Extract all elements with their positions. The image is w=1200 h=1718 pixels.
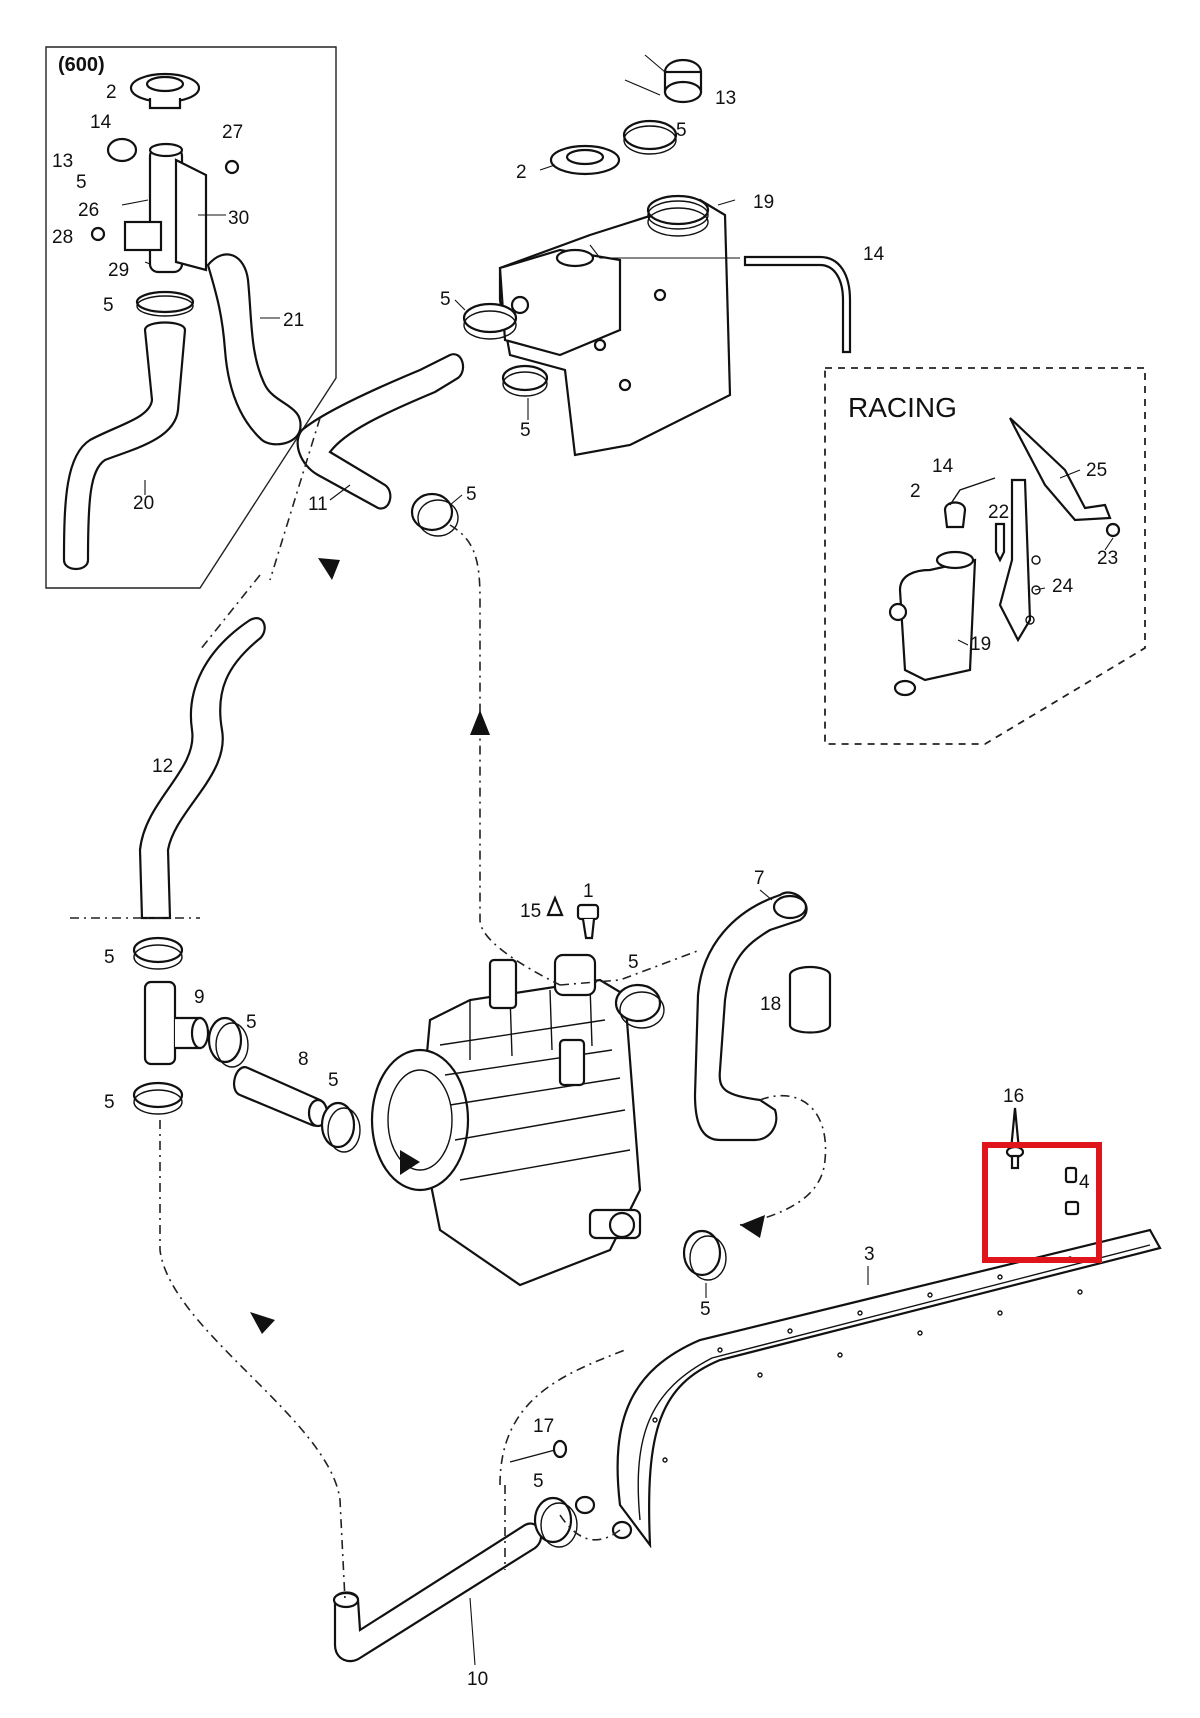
- coolant-flow-lines: [70, 417, 827, 1601]
- clamp-engine-right: [614, 983, 665, 1029]
- callout-5: 5: [76, 172, 87, 193]
- flow-arrow: [740, 1215, 765, 1238]
- callout-21: 21: [283, 310, 304, 331]
- callout-3: 3: [864, 1244, 875, 1265]
- clamp-hose-11: [410, 492, 459, 537]
- callout-25: 25: [1086, 460, 1107, 481]
- flow-arrow: [250, 1312, 275, 1334]
- callout-13: 13: [715, 88, 736, 109]
- heat-exchanger-inlet: [611, 1520, 633, 1540]
- callout-14: 14: [863, 244, 885, 265]
- rivet-17: [509, 1439, 568, 1463]
- callout-5: 5: [533, 1471, 544, 1492]
- hose-10: [333, 1522, 543, 1663]
- heat-exchanger-outlet: [574, 1495, 596, 1515]
- callout-19: 19: [970, 634, 991, 655]
- callout-27: 27: [222, 122, 243, 143]
- clamp-left-upper: [132, 936, 184, 970]
- clamp-tee: [207, 1016, 249, 1068]
- callout-17: 17: [533, 1416, 554, 1437]
- callout-14: 14: [932, 456, 954, 477]
- callout-5: 5: [628, 952, 639, 973]
- inset-racing-title: RACING: [848, 392, 957, 423]
- callout-5: 5: [466, 484, 477, 505]
- clamp-left-lower: [132, 1081, 184, 1115]
- tank-cap: [549, 144, 621, 176]
- callout-29: 29: [108, 260, 129, 281]
- clamp-heat-exchanger-in: [682, 1229, 727, 1281]
- engine: [370, 953, 642, 1287]
- mounting-stud-16: [1005, 1107, 1025, 1170]
- callout-5: 5: [676, 120, 687, 141]
- callout-19: 19: [753, 192, 774, 213]
- inset-racing: RACING 14 2 22 25 23 24 19: [824, 367, 1146, 745]
- bleeder-fitting-4: [1064, 1166, 1080, 1216]
- flow-arrows: [250, 558, 765, 1334]
- highlight-box: [982, 1142, 1102, 1263]
- hose-12: [138, 617, 266, 920]
- flow-arrow: [400, 1150, 420, 1175]
- callout-28: 28: [52, 227, 73, 248]
- callout-8: 8: [298, 1049, 309, 1070]
- flow-arrow: [470, 710, 490, 735]
- inset-600: (600) 2 14 13 5 27 26 28: [45, 46, 337, 589]
- temperature-sensor: [576, 903, 600, 940]
- callout-5: 5: [104, 1092, 115, 1113]
- callout-7: 7: [754, 868, 765, 889]
- callout-5: 5: [103, 295, 114, 316]
- inset-screw: [90, 226, 106, 242]
- callout-24: 24: [1052, 576, 1074, 597]
- inset-600-title: (600): [58, 54, 105, 76]
- callout-4: 4: [1079, 1172, 1090, 1193]
- inset-hose-21: [206, 253, 302, 446]
- inset-radiator-cap: [129, 72, 201, 110]
- tee-fitting-9: [143, 980, 210, 1066]
- overflow-hose-14: [743, 255, 852, 354]
- coolant-tank: [498, 194, 732, 457]
- callout-13: 13: [52, 151, 73, 172]
- callout-2: 2: [106, 82, 117, 103]
- callout-12: 12: [152, 756, 173, 777]
- callout-18: 18: [760, 994, 781, 1015]
- clamp-tank-top: [622, 119, 678, 155]
- inset-hose-20: [62, 321, 187, 571]
- callout-23: 23: [1097, 548, 1118, 569]
- callout-20: 20: [133, 493, 154, 514]
- flow-arrow: [318, 558, 340, 580]
- callout-26: 26: [78, 200, 99, 221]
- callout-10: 10: [467, 1669, 488, 1690]
- callout-5: 5: [246, 1012, 257, 1033]
- callout-5: 5: [700, 1299, 711, 1320]
- hose-11: [296, 353, 465, 510]
- clamp-hose-8: [320, 1101, 361, 1153]
- tank-plug-13: [663, 58, 703, 104]
- clamp-tank-left: [462, 302, 518, 340]
- callout-30: 30: [228, 208, 249, 229]
- callout-9: 9: [194, 987, 205, 1008]
- clamp-hose-10: [533, 1496, 578, 1548]
- sealant-15: [546, 895, 564, 917]
- callout-22: 22: [988, 502, 1009, 523]
- callout-15: 15: [520, 901, 541, 922]
- callout-2: 2: [910, 481, 921, 502]
- callout-5: 5: [104, 947, 115, 968]
- sleeve-18: [788, 965, 832, 1034]
- inset-clamp: [135, 290, 195, 317]
- clamp-tank-lower: [501, 364, 549, 397]
- inset-nut: [224, 159, 240, 175]
- hose-7: [693, 891, 808, 1142]
- callout-5: 5: [520, 420, 531, 441]
- callout-11: 11: [308, 494, 328, 515]
- inset-filler-neck: [106, 137, 208, 274]
- callout-5: 5: [328, 1070, 339, 1091]
- callout-14: 14: [90, 112, 112, 133]
- callout-5: 5: [440, 289, 451, 310]
- callout-1: 1: [583, 881, 594, 902]
- callout-16: 16: [1003, 1086, 1024, 1107]
- callout-2: 2: [516, 162, 527, 183]
